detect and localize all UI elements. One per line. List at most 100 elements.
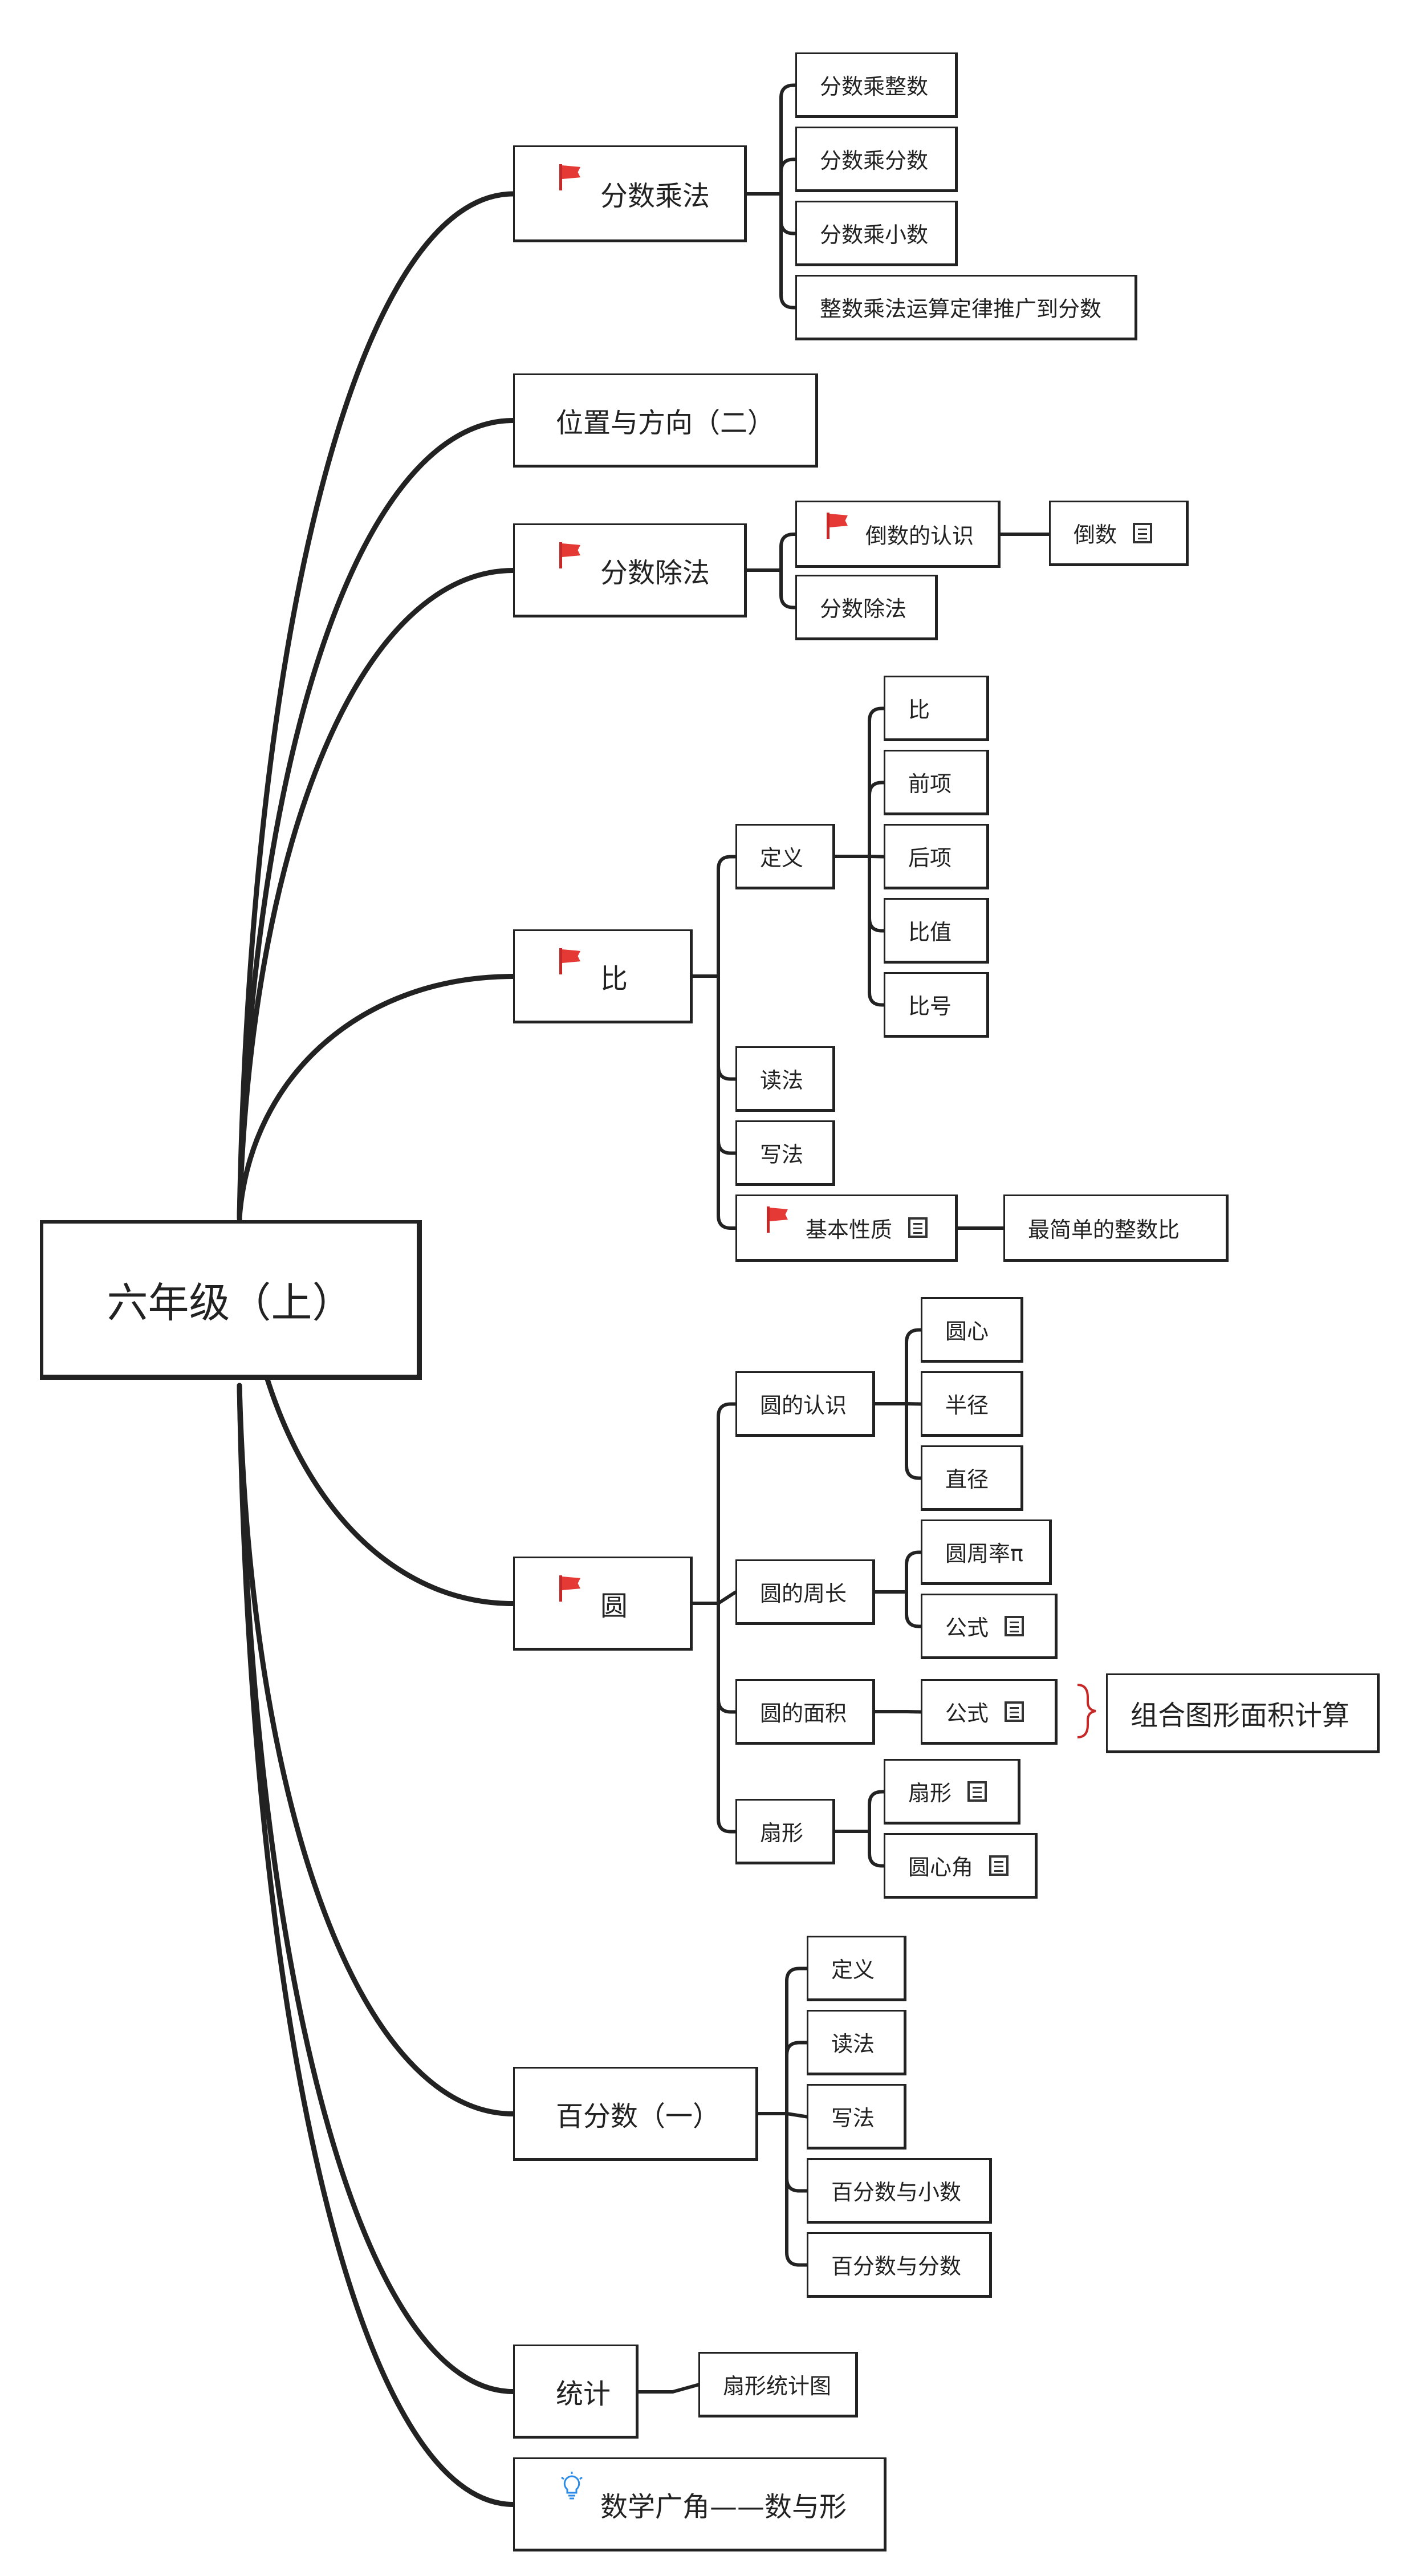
subtopic-node[interactable]: 扇形 <box>735 1799 835 1864</box>
note-icon[interactable] <box>1005 1615 1024 1636</box>
root-topic[interactable]: 六年级（上） <box>40 1220 422 1380</box>
subtopic-node[interactable]: 分数除法 <box>795 575 938 640</box>
subtopic-node[interactable]: 写法 <box>735 1120 835 1186</box>
node-label: 倒数 <box>1074 522 1117 547</box>
node-label: 分数除法 <box>820 596 907 621</box>
node-label: 直径 <box>945 1467 989 1492</box>
subtopic-node[interactable]: 公式 <box>921 1679 1058 1745</box>
subtopic-node[interactable]: 读法 <box>735 1046 835 1112</box>
flag-icon <box>827 513 848 539</box>
subtopic-node[interactable]: 圆周率π <box>921 1519 1052 1585</box>
branch-curve <box>237 568 516 1220</box>
node-label: 整数乘法运算定律推广到分数 <box>820 296 1102 322</box>
node-label: 公式 <box>945 1701 989 1726</box>
child-connector <box>868 855 885 933</box>
node-label: 读法 <box>760 1068 804 1093</box>
node-label: 组合图形面积计算 <box>1131 1700 1350 1732</box>
child-connector <box>779 157 797 196</box>
lightbulb-icon <box>561 2472 583 2500</box>
subtopic-node[interactable]: 比 <box>884 676 989 741</box>
subtopic-node[interactable]: 分数乘分数 <box>795 127 958 192</box>
subtopic-node[interactable]: 公式 <box>921 1594 1058 1659</box>
node-label: 定义 <box>831 1957 875 1982</box>
node-label: 公式 <box>945 1615 989 1640</box>
subtopic-node[interactable]: 最简单的整数比 <box>1003 1194 1229 1262</box>
node-label: 统计 <box>556 2378 611 2410</box>
subtopic-node[interactable]: 扇形 <box>884 1759 1020 1825</box>
subtopic-node[interactable]: 半径 <box>921 1371 1023 1437</box>
subtopic-node[interactable]: 圆的认识 <box>735 1371 875 1437</box>
child-connector <box>717 974 737 1081</box>
node-label: 分数乘小数 <box>820 222 929 247</box>
subtopic-node[interactable]: 圆心角 <box>884 1833 1038 1899</box>
subtopic-node[interactable]: 后项 <box>884 824 989 889</box>
child-connector <box>905 1590 922 1628</box>
subtopic-node[interactable]: 整数乘法运算定律推广到分数 <box>795 275 1137 340</box>
child-connector <box>717 1590 737 1605</box>
node-label: 半径 <box>945 1393 989 1418</box>
child-connector <box>905 1328 922 1405</box>
subtopic-node[interactable]: 圆的周长 <box>735 1559 875 1625</box>
node-label: 百分数（一） <box>556 2100 721 2132</box>
child-connector <box>785 2112 808 2193</box>
subtopic-node[interactable]: 倒数 <box>1049 501 1189 566</box>
node-label: 百分数与小数 <box>831 2180 962 2205</box>
subtopic-node[interactable]: 前项 <box>884 750 989 815</box>
main-topic[interactable]: 数学广角——数与形 <box>513 2457 887 2551</box>
subtopic-node[interactable]: 写法 <box>807 2084 906 2150</box>
note-icon[interactable] <box>967 1781 987 1802</box>
child-connector <box>905 1402 922 1480</box>
child-connector <box>785 2041 808 2115</box>
main-topic[interactable]: 比 <box>513 929 693 1023</box>
node-label: 定义 <box>760 846 804 871</box>
node-label: 圆心角 <box>908 1855 974 1880</box>
subtopic-node[interactable]: 比值 <box>884 898 989 964</box>
subtopic-node[interactable]: 比号 <box>884 972 989 1038</box>
summary-node[interactable]: 组合图形面积计算 <box>1106 1673 1380 1753</box>
node-label: 圆周率π <box>945 1541 1023 1566</box>
note-icon[interactable] <box>989 1855 1009 1876</box>
child-connector <box>717 974 737 1230</box>
main-topic[interactable]: 圆 <box>513 1557 693 1651</box>
note-icon[interactable] <box>1133 522 1153 543</box>
main-topic[interactable]: 统计 <box>513 2345 639 2439</box>
subtopic-node[interactable]: 定义 <box>807 1936 906 2001</box>
child-connector <box>868 1830 885 1868</box>
subtopic-node[interactable]: 圆的面积 <box>735 1679 875 1745</box>
subtopic-node[interactable]: 基本性质 <box>735 1194 958 1262</box>
branch-curve <box>237 1383 516 2116</box>
child-connector <box>717 855 737 978</box>
subtopic-node[interactable]: 分数乘小数 <box>795 201 958 266</box>
subtopic-node[interactable]: 扇形统计图 <box>698 2352 858 2417</box>
main-topic[interactable]: 百分数（一） <box>513 2067 758 2161</box>
child-connector <box>785 2112 808 2119</box>
note-icon[interactable] <box>1005 1701 1024 1722</box>
node-label: 比 <box>600 962 628 995</box>
node-label: 扇形 <box>908 1781 952 1806</box>
node-label: 写法 <box>760 1142 804 1167</box>
flag-icon <box>559 164 580 190</box>
node-label: 圆的周长 <box>760 1581 847 1606</box>
subtopic-node[interactable]: 倒数的认识 <box>795 501 1001 568</box>
subtopic-node[interactable]: 圆心 <box>921 1297 1023 1363</box>
node-label: 位置与方向（二） <box>556 407 775 439</box>
node-label: 写法 <box>831 2106 875 2131</box>
child-connector <box>671 2383 700 2394</box>
subtopic-node[interactable]: 分数乘整数 <box>795 52 958 118</box>
branch-curve <box>237 1383 516 2394</box>
note-icon[interactable] <box>908 1217 928 1238</box>
main-topic[interactable]: 位置与方向（二） <box>513 373 818 468</box>
node-label: 基本性质 <box>806 1217 893 1242</box>
subtopic-node[interactable]: 定义 <box>735 824 835 889</box>
subtopic-node[interactable]: 读法 <box>807 2010 906 2075</box>
child-connector <box>779 192 797 310</box>
subtopic-node[interactable]: 百分数与小数 <box>807 2158 992 2224</box>
main-topic[interactable]: 分数除法 <box>513 523 747 617</box>
subtopic-node[interactable]: 百分数与分数 <box>807 2232 992 2298</box>
node-label: 圆心 <box>945 1319 989 1344</box>
main-topic[interactable]: 分数乘法 <box>513 145 747 242</box>
subtopic-node[interactable]: 直径 <box>921 1445 1023 1511</box>
child-connector <box>779 533 797 572</box>
